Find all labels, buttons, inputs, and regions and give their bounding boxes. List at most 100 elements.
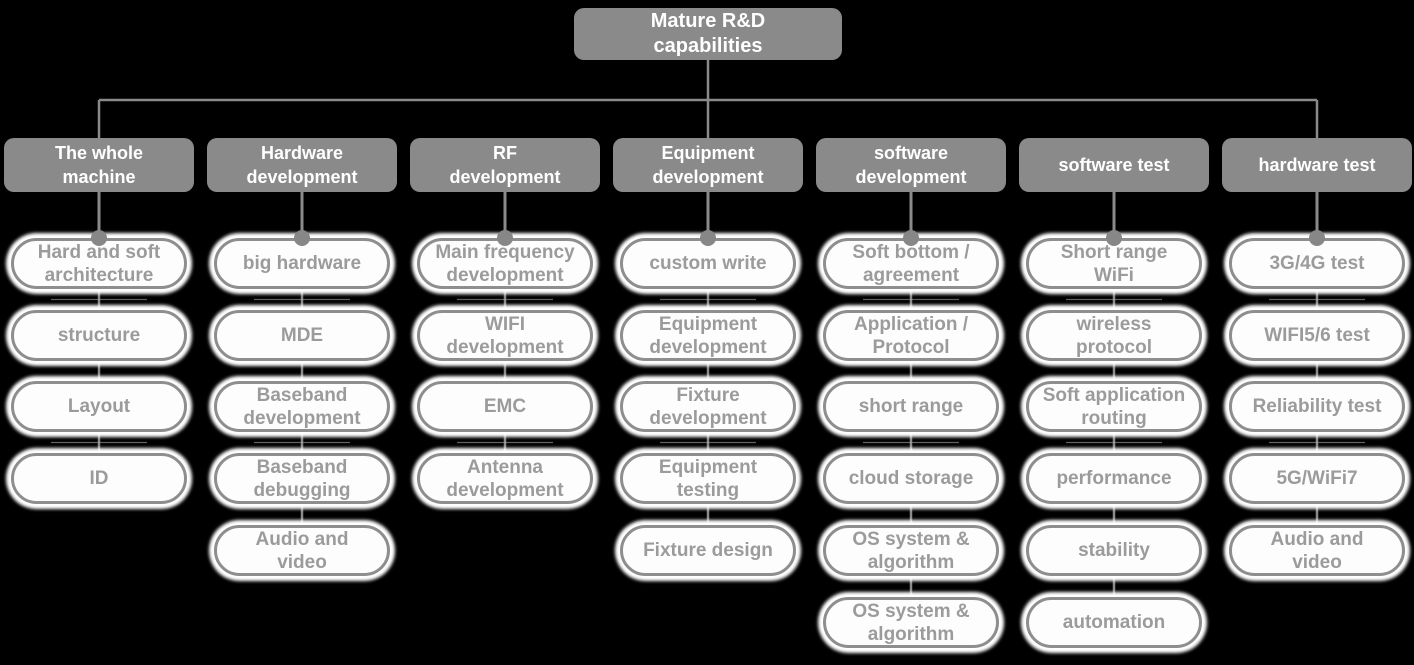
node-pill-label-line: video xyxy=(277,551,327,573)
node-pill-label-line: custom write xyxy=(649,253,767,274)
column-header-label-line: development xyxy=(449,167,561,187)
node-pill: 3G/4G test xyxy=(1229,238,1405,289)
node-pill-label-line: performance xyxy=(1056,468,1172,489)
node-pill-label-line: architecture xyxy=(44,264,154,286)
node-pill: 5G/WiFi7 xyxy=(1229,453,1405,504)
node-pill-label-line: Audio and xyxy=(1270,528,1364,550)
column-header: The whole machine xyxy=(4,138,194,192)
node-pill-label-line: testing xyxy=(676,479,740,501)
node-pill-label-line: OS system & xyxy=(852,600,970,622)
node-pill-label-line: development xyxy=(243,407,361,429)
column-header-label-line: Equipment xyxy=(661,143,755,163)
node-pill: performance xyxy=(1026,453,1202,504)
column-header: Hardware development xyxy=(207,138,397,192)
node-pill-label-line: protocol xyxy=(1076,336,1152,358)
node-pill-label-line: development xyxy=(649,336,767,358)
node-pill: ID xyxy=(11,453,187,504)
node-pill-label-line: Reliability test xyxy=(1252,396,1382,417)
node-pill: EMC xyxy=(417,381,593,432)
root-node-label-line: capabilities xyxy=(653,35,763,57)
column-header-label-line: The whole xyxy=(54,143,143,163)
node-pill-label-line: Protocol xyxy=(872,336,950,358)
node-pill: Reliability test xyxy=(1229,381,1405,432)
node-pill-label-line: Antenna xyxy=(467,456,543,478)
node-pill: OS system &algorithm xyxy=(823,597,999,648)
node-pill-label-line: structure xyxy=(57,325,141,346)
node-pill: MDE xyxy=(214,310,390,361)
node-pill-label-line: Main frequency xyxy=(435,241,575,263)
node-pill-label-line: routing xyxy=(1081,407,1147,429)
node-pill-label-line: Soft application xyxy=(1042,384,1186,406)
node-pill: OS system &algorithm xyxy=(823,525,999,576)
node-pill-label-line: MDE xyxy=(280,325,324,346)
column-header-label-line: machine xyxy=(62,167,136,187)
node-pill: Application /Protocol xyxy=(823,310,999,361)
node-pill-label-line: Layout xyxy=(67,396,131,417)
node-pill: custom write xyxy=(620,238,796,289)
column-header: RF development xyxy=(410,138,600,192)
node-pill-label-line: wireless xyxy=(1076,313,1152,335)
column-header-label-line: development xyxy=(246,167,358,187)
node-pill-label-line: 5G/WiFi7 xyxy=(1276,468,1358,489)
node-pill-label-line: 3G/4G test xyxy=(1269,253,1365,274)
node-pill: short range xyxy=(823,381,999,432)
node-pill-label-line: Fixture xyxy=(676,384,740,406)
node-pill-label-line: Audio and xyxy=(255,528,349,550)
column-header: hardware test xyxy=(1222,138,1412,192)
node-pill-label-line: OS system & xyxy=(852,528,970,550)
node-pill-label-line: algorithm xyxy=(867,623,955,645)
node-pill-label-line: short range xyxy=(858,396,964,417)
node-pill: stability xyxy=(1026,525,1202,576)
column-header: Equipment development xyxy=(613,138,803,192)
column-header: software test xyxy=(1019,138,1209,192)
column-header-label-line: Hardware xyxy=(260,143,344,163)
node-pill-label-line: development xyxy=(446,479,564,501)
column-header-label-line: software test xyxy=(1058,155,1170,175)
node-pill-label-line: stability xyxy=(1078,540,1150,561)
node-pill-label-line: EMC xyxy=(483,396,527,417)
node-pill: WIFI5/6 test xyxy=(1229,310,1405,361)
node-pill-label-line: WIFI5/6 test xyxy=(1264,325,1370,346)
column-header-label-line: software xyxy=(873,143,949,163)
node-pill-label-line: Hard and soft xyxy=(37,241,161,263)
node-pill-label-line: Equipment xyxy=(658,456,758,478)
node-pill: big hardware xyxy=(214,238,390,289)
node-pill: structure xyxy=(11,310,187,361)
node-pill-label-line: Short range xyxy=(1060,241,1168,263)
node-pill-label-line: Baseband xyxy=(256,384,348,406)
node-pill-label-line: video xyxy=(1292,551,1342,573)
node-pill-label-line: Baseband xyxy=(256,456,348,478)
node-pill-label-line: Application / xyxy=(854,313,968,335)
column-header-label-line: RF xyxy=(493,143,517,163)
node-pill-label-line: agreement xyxy=(862,264,960,286)
node-pill-label-line: Soft bottom / xyxy=(852,241,970,263)
node-pill: Soft bottom /agreement xyxy=(823,238,999,289)
node-pill-label-line: ID xyxy=(89,468,109,489)
node-pill-label-line: Fixture design xyxy=(643,540,773,561)
root-node: Mature R&D capabilities xyxy=(574,8,842,60)
node-pill-label-line: development xyxy=(446,336,564,358)
node-pill-label-line: big hardware xyxy=(242,253,362,274)
column-header-label-line: development xyxy=(652,167,764,187)
node-pill: Layout xyxy=(11,381,187,432)
node-pill-label-line: algorithm xyxy=(867,551,955,573)
node-pill-label-line: WIFI xyxy=(484,313,526,335)
node-pill-label-line: development xyxy=(649,407,767,429)
node-pill-label-line: Equipment xyxy=(658,313,758,335)
node-pill: cloud storage xyxy=(823,453,999,504)
column-header-label-line: hardware test xyxy=(1258,155,1376,175)
